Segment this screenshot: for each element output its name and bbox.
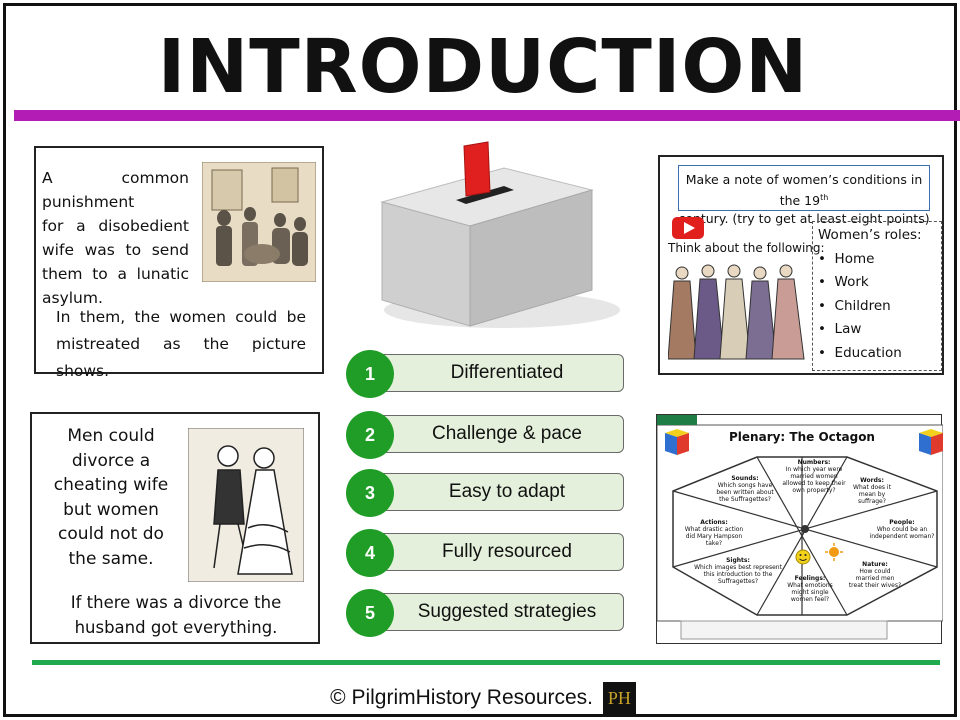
sun-icon: [825, 543, 843, 561]
roles-task-card: Make a note of women’s conditions in the…: [658, 155, 944, 375]
text-line: but women: [63, 499, 159, 520]
page-title: INTRODUCTION: [157, 24, 809, 110]
roles-title: Women’s roles:: [818, 227, 922, 243]
text-line: asylum.: [42, 289, 103, 307]
asylum-illustration: [202, 162, 316, 282]
step-number: 4: [346, 529, 394, 577]
ph-logo: PH: [602, 682, 636, 715]
text-line: could not do: [58, 524, 164, 544]
asylum-caption: In them, the women could be mistreated a…: [56, 304, 306, 385]
divorce-text: Men could divorce a cheating wife but wo…: [36, 424, 186, 571]
title-divider: [14, 110, 960, 121]
role-item: • Education: [818, 344, 902, 361]
text-line: divorce a: [71, 450, 151, 471]
caption-line: mistreated as the picture shows.: [56, 335, 306, 380]
plenary-title: Plenary: The Octagon: [729, 430, 875, 444]
role-item: • Children: [818, 297, 891, 314]
plenary-octagon-card: Plenary: The Octagon Numbers: In which y…: [656, 414, 943, 644]
step-item-5: 5 Suggested strategies: [346, 589, 626, 637]
text-line: them to a lunatic: [42, 265, 189, 283]
step-bar: [368, 415, 624, 453]
divorce-card: Men could divorce a cheating wife but wo…: [30, 412, 320, 644]
role-item: • Work: [818, 274, 869, 290]
step-item-3: 3 Easy to adapt: [346, 469, 626, 517]
text-line: A common punishment: [42, 169, 189, 211]
victorian-women-illustration: [668, 264, 805, 360]
text-line: wife was to send: [42, 241, 189, 259]
caption-line: husband got everything.: [74, 618, 278, 637]
task-sup: th: [820, 193, 829, 202]
smiley-icon: [795, 549, 811, 565]
caption-line: In them, the women could be: [56, 308, 306, 326]
cube-icon: [919, 429, 943, 455]
footer: © PilgrimHistory Resources. PH: [6, 682, 960, 715]
roles-box: [812, 221, 942, 371]
roles-list: Women’s roles: • Home • Work • Children …: [818, 224, 942, 365]
step-label: Easy to adapt: [448, 481, 566, 502]
octagon-worksheet: [657, 415, 943, 640]
step-label: Fully resourced: [442, 541, 572, 562]
step-item-2: 2 Challenge & pace: [346, 411, 626, 459]
step-number: 1: [346, 350, 394, 398]
role-item: • Home: [818, 250, 875, 267]
task-box: [678, 165, 930, 211]
role-item: • Law: [818, 321, 862, 337]
step-bar: [368, 533, 624, 571]
step-bar: [368, 593, 624, 631]
step-number: 3: [346, 469, 394, 517]
divorce-caption: If there was a divorce the husband got e…: [40, 590, 312, 640]
caption-line: If there was a divorce the: [70, 593, 282, 612]
text-line: cheating wife: [53, 475, 169, 495]
copyright-text: © PilgrimHistory Resources.: [330, 686, 593, 710]
play-video-icon[interactable]: [672, 217, 704, 239]
step-item-1: 1 Differentiated: [346, 350, 626, 398]
footer-divider: [32, 660, 940, 665]
task-line: century. (try to get at least eight poin…: [678, 211, 930, 227]
task-text: Make a note of women’s conditions in the…: [678, 171, 930, 228]
task-line: Make a note of women’s conditions in the…: [685, 172, 923, 209]
cube-icon: [665, 429, 689, 455]
asylum-text: A common punishment for a disobedient wi…: [42, 166, 189, 310]
step-item-4: 4 Fully resourced: [346, 529, 626, 577]
step-label: Differentiated: [450, 362, 564, 383]
step-label: Suggested strategies: [417, 601, 597, 622]
step-bar: [368, 473, 624, 511]
slide-frame: INTRODUCTION A common punishment for a d…: [3, 3, 960, 717]
text-line: Men could: [67, 426, 155, 446]
text-line: for a disobedient: [42, 217, 189, 235]
asylum-card: A common punishment for a disobedient wi…: [34, 146, 324, 380]
think-prompt: Think about the following:: [668, 241, 825, 255]
step-number: 2: [346, 411, 394, 459]
step-label: Challenge & pace: [432, 423, 582, 444]
text-line: the same.: [68, 548, 154, 569]
couple-illustration: [188, 428, 304, 582]
step-number: 5: [346, 589, 394, 637]
ballot-box-illustration: [380, 141, 620, 328]
step-bar: [368, 354, 624, 392]
